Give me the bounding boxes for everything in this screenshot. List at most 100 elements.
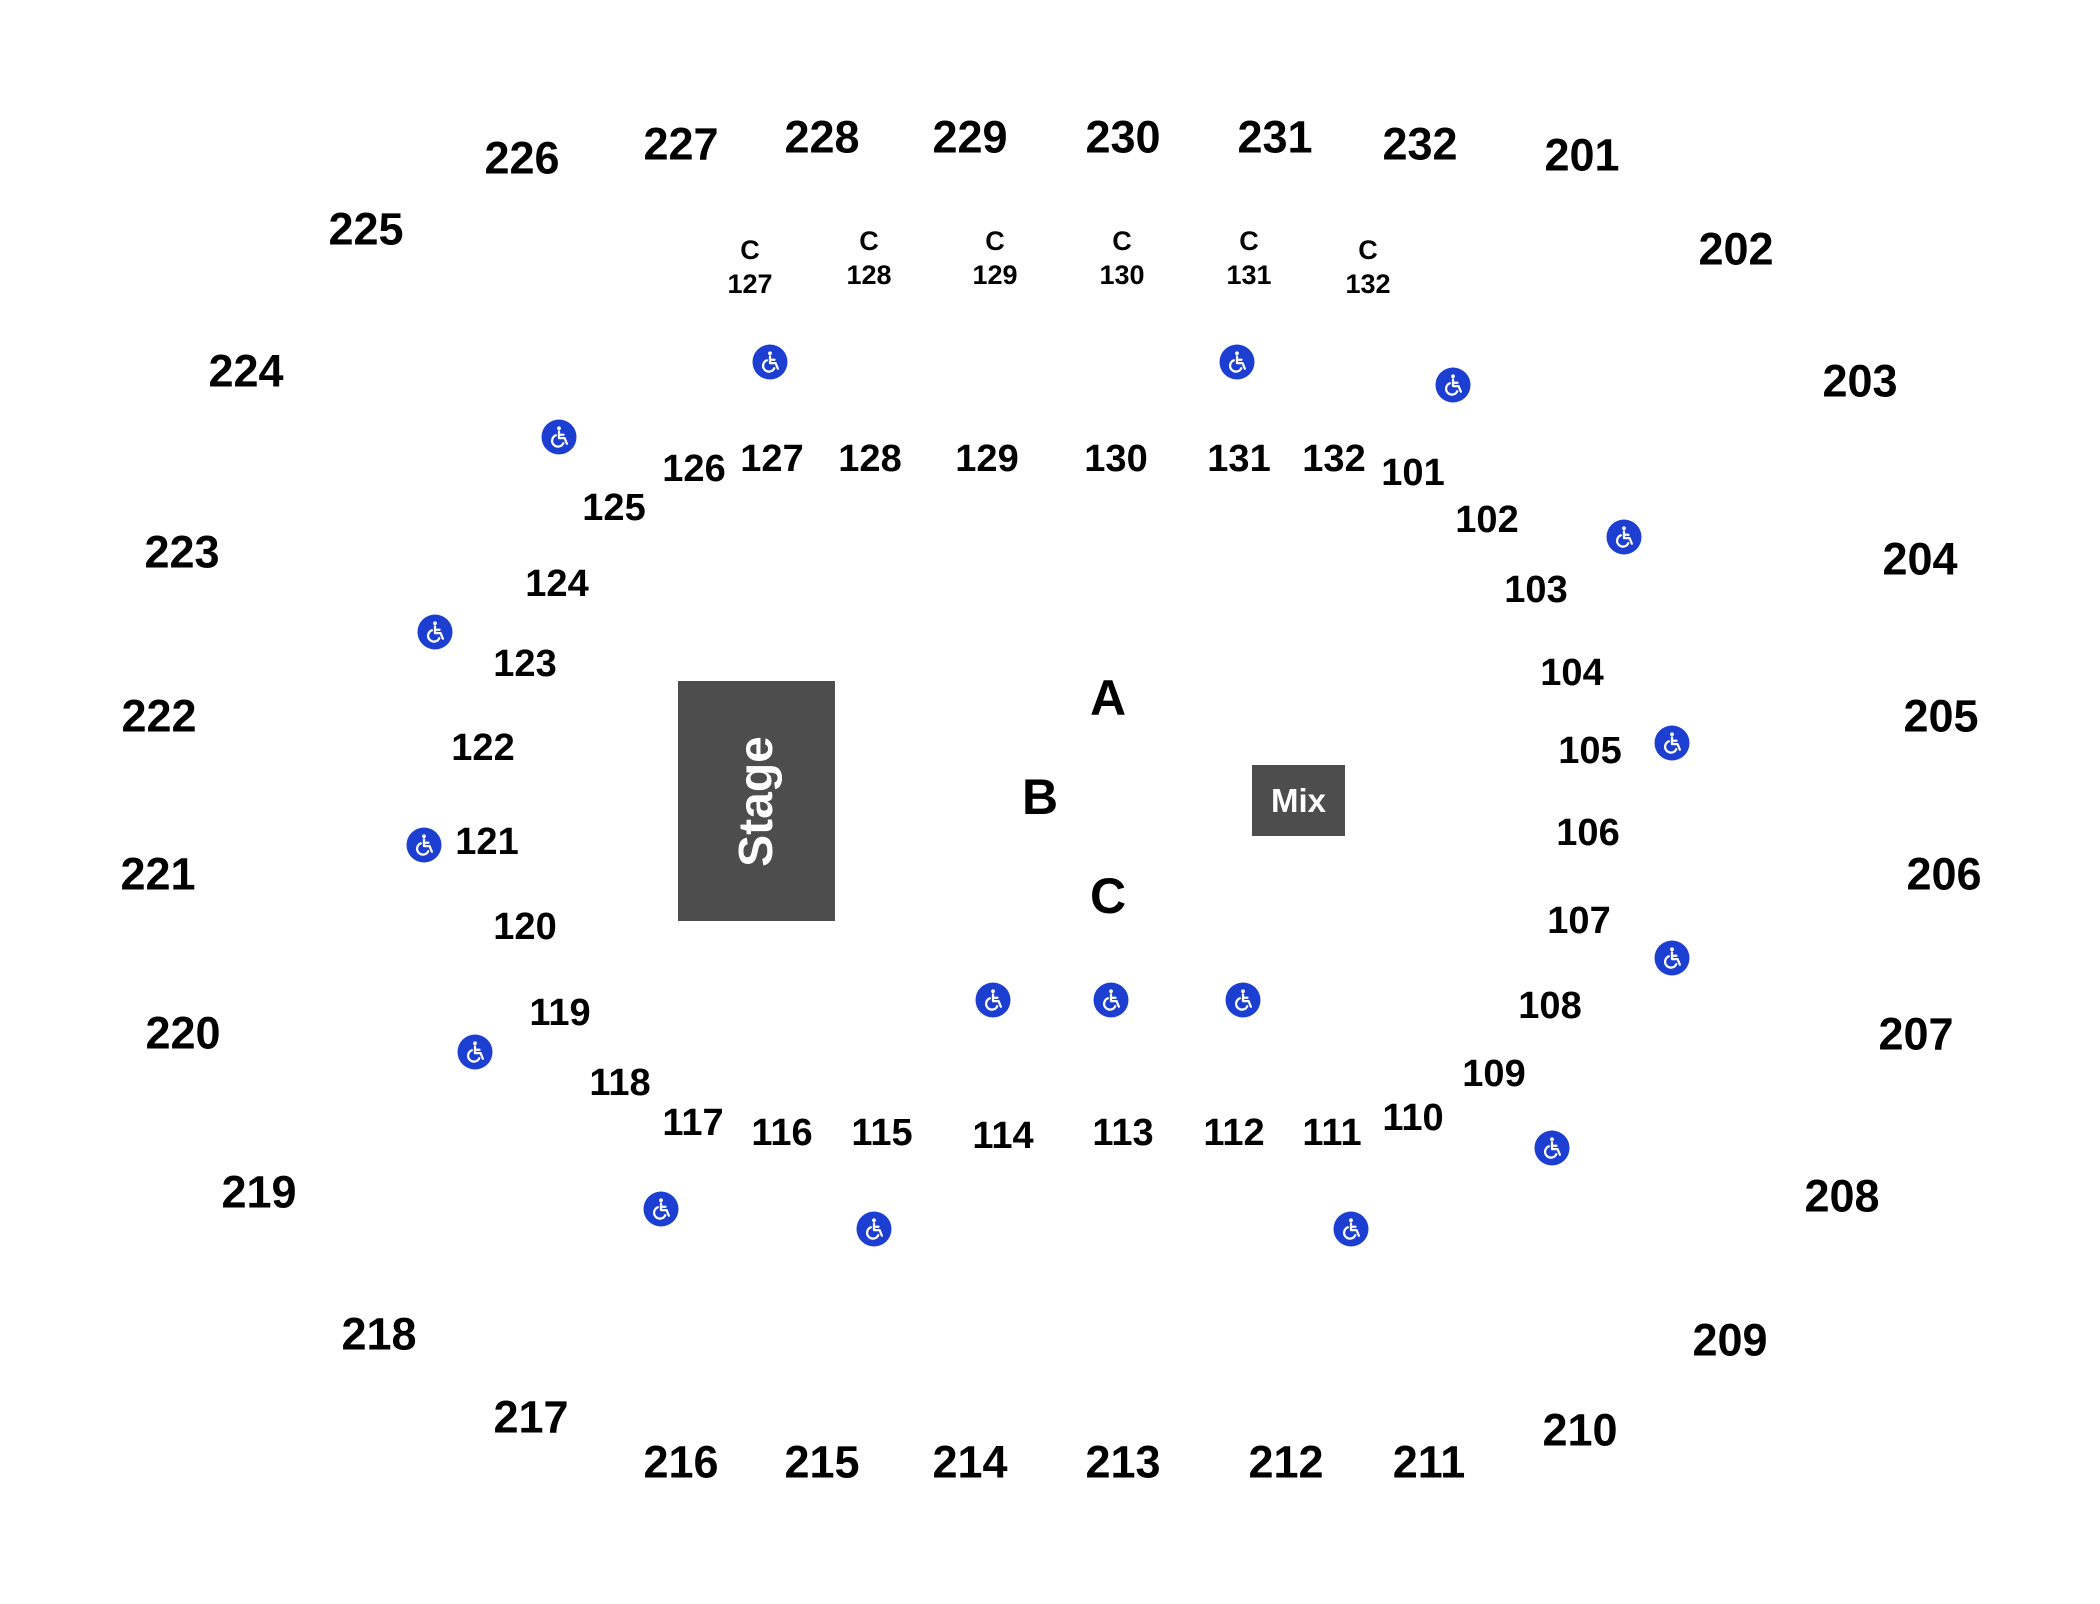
section-123[interactable]: 123: [493, 643, 557, 685]
wheelchair-icon: [1333, 1211, 1369, 1247]
section-201[interactable]: 201: [1544, 129, 1620, 181]
section-214[interactable]: 214: [932, 1436, 1008, 1488]
section-105[interactable]: 105: [1558, 730, 1622, 772]
section-110[interactable]: 110: [1382, 1097, 1444, 1139]
club-prefix: C: [740, 235, 760, 265]
floor-section-c[interactable]: C: [1089, 868, 1127, 924]
section-232[interactable]: 232: [1382, 118, 1458, 170]
section-206[interactable]: 206: [1906, 848, 1982, 900]
club-number: 128: [846, 260, 892, 290]
section-226[interactable]: 226: [484, 132, 560, 184]
section-107[interactable]: 107: [1547, 900, 1611, 942]
section-118[interactable]: 118: [589, 1062, 651, 1104]
section-211[interactable]: 211: [1392, 1436, 1466, 1488]
section-115[interactable]: 115: [851, 1112, 913, 1154]
section-122[interactable]: 122: [451, 727, 515, 769]
section-109[interactable]: 109: [1462, 1053, 1526, 1095]
section-218[interactable]: 218: [341, 1308, 417, 1360]
club-prefix: C: [1112, 226, 1132, 256]
section-225[interactable]: 225: [328, 203, 404, 255]
stage-label: Stage: [730, 735, 783, 867]
section-212[interactable]: 212: [1248, 1436, 1324, 1488]
club-number: 130: [1099, 260, 1145, 290]
section-202[interactable]: 202: [1698, 223, 1774, 275]
section-208[interactable]: 208: [1804, 1170, 1880, 1222]
mix-label: Mix: [1270, 781, 1326, 819]
wheelchair-icon: [457, 1034, 493, 1070]
wheelchair-icon: [541, 419, 577, 455]
section-103[interactable]: 103: [1504, 569, 1568, 611]
section-102[interactable]: 102: [1455, 499, 1519, 541]
section-116[interactable]: 116: [751, 1112, 813, 1154]
club-section-c127[interactable]: C 127: [727, 233, 772, 301]
club-section-c130[interactable]: C 130: [1099, 224, 1144, 292]
club-number: 131: [1226, 260, 1272, 290]
club-prefix: C: [985, 226, 1005, 256]
section-106[interactable]: 106: [1556, 812, 1620, 854]
section-217[interactable]: 217: [493, 1391, 569, 1443]
wheelchair-icon: [975, 982, 1011, 1018]
section-127[interactable]: 127: [740, 438, 804, 480]
floor-section-b[interactable]: B: [1021, 769, 1059, 825]
club-number: 129: [972, 260, 1018, 290]
club-prefix: C: [1358, 235, 1378, 265]
wheelchair-icon: [1534, 1130, 1570, 1166]
wheelchair-icon: [643, 1191, 679, 1227]
section-220[interactable]: 220: [145, 1007, 221, 1059]
section-112[interactable]: 112: [1203, 1112, 1265, 1154]
section-128[interactable]: 128: [838, 438, 902, 480]
section-117[interactable]: 117: [662, 1102, 724, 1144]
wheelchair-icon: [856, 1211, 892, 1247]
section-114[interactable]: 114: [972, 1115, 1034, 1157]
club-number: 132: [1345, 269, 1391, 299]
section-209[interactable]: 209: [1692, 1314, 1768, 1366]
wheelchair-icon: [1606, 519, 1642, 555]
stage: Stage: [678, 681, 835, 921]
section-129[interactable]: 129: [955, 438, 1019, 480]
wheelchair-icon: [752, 344, 788, 380]
section-113[interactable]: 113: [1092, 1112, 1154, 1154]
wheelchair-icon: [417, 614, 453, 650]
club-section-c128[interactable]: C 128: [846, 224, 891, 292]
section-224[interactable]: 224: [208, 345, 284, 397]
club-number: 127: [727, 269, 773, 299]
section-215[interactable]: 215: [784, 1436, 860, 1488]
wheelchair-icon: [1225, 982, 1261, 1018]
section-221[interactable]: 221: [120, 848, 196, 900]
section-216[interactable]: 216: [643, 1436, 719, 1488]
section-130[interactable]: 130: [1084, 438, 1148, 480]
section-125[interactable]: 125: [582, 487, 646, 529]
section-231[interactable]: 231: [1237, 111, 1313, 163]
section-203[interactable]: 203: [1822, 355, 1898, 407]
section-219[interactable]: 219: [221, 1166, 297, 1218]
section-229[interactable]: 229: [932, 111, 1008, 163]
section-227[interactable]: 227: [643, 118, 719, 170]
section-223[interactable]: 223: [144, 526, 220, 578]
section-213[interactable]: 213: [1085, 1436, 1161, 1488]
section-132[interactable]: 132: [1302, 438, 1366, 480]
floor-section-a[interactable]: A: [1089, 670, 1127, 726]
section-210[interactable]: 210: [1542, 1404, 1618, 1456]
club-section-c131[interactable]: C 131: [1226, 224, 1271, 292]
section-207[interactable]: 207: [1878, 1008, 1954, 1060]
section-101[interactable]: 101: [1381, 452, 1445, 494]
section-222[interactable]: 222: [121, 690, 197, 742]
section-205[interactable]: 205: [1903, 690, 1979, 742]
section-121[interactable]: 121: [455, 821, 519, 863]
section-204[interactable]: 204: [1882, 533, 1958, 585]
section-126[interactable]: 126: [662, 448, 726, 490]
section-119[interactable]: 119: [529, 992, 591, 1034]
mix-position[interactable]: Mix: [1252, 765, 1345, 836]
club-prefix: C: [1239, 226, 1259, 256]
section-120[interactable]: 120: [493, 906, 557, 948]
section-230[interactable]: 230: [1085, 111, 1161, 163]
section-228[interactable]: 228: [784, 111, 860, 163]
section-104[interactable]: 104: [1540, 652, 1604, 694]
club-section-c129[interactable]: C 129: [972, 224, 1017, 292]
section-108[interactable]: 108: [1518, 985, 1582, 1027]
club-section-c132[interactable]: C 132: [1345, 233, 1390, 301]
section-131[interactable]: 131: [1207, 438, 1271, 480]
section-124[interactable]: 124: [525, 563, 589, 605]
section-111[interactable]: 111: [1302, 1112, 1362, 1154]
